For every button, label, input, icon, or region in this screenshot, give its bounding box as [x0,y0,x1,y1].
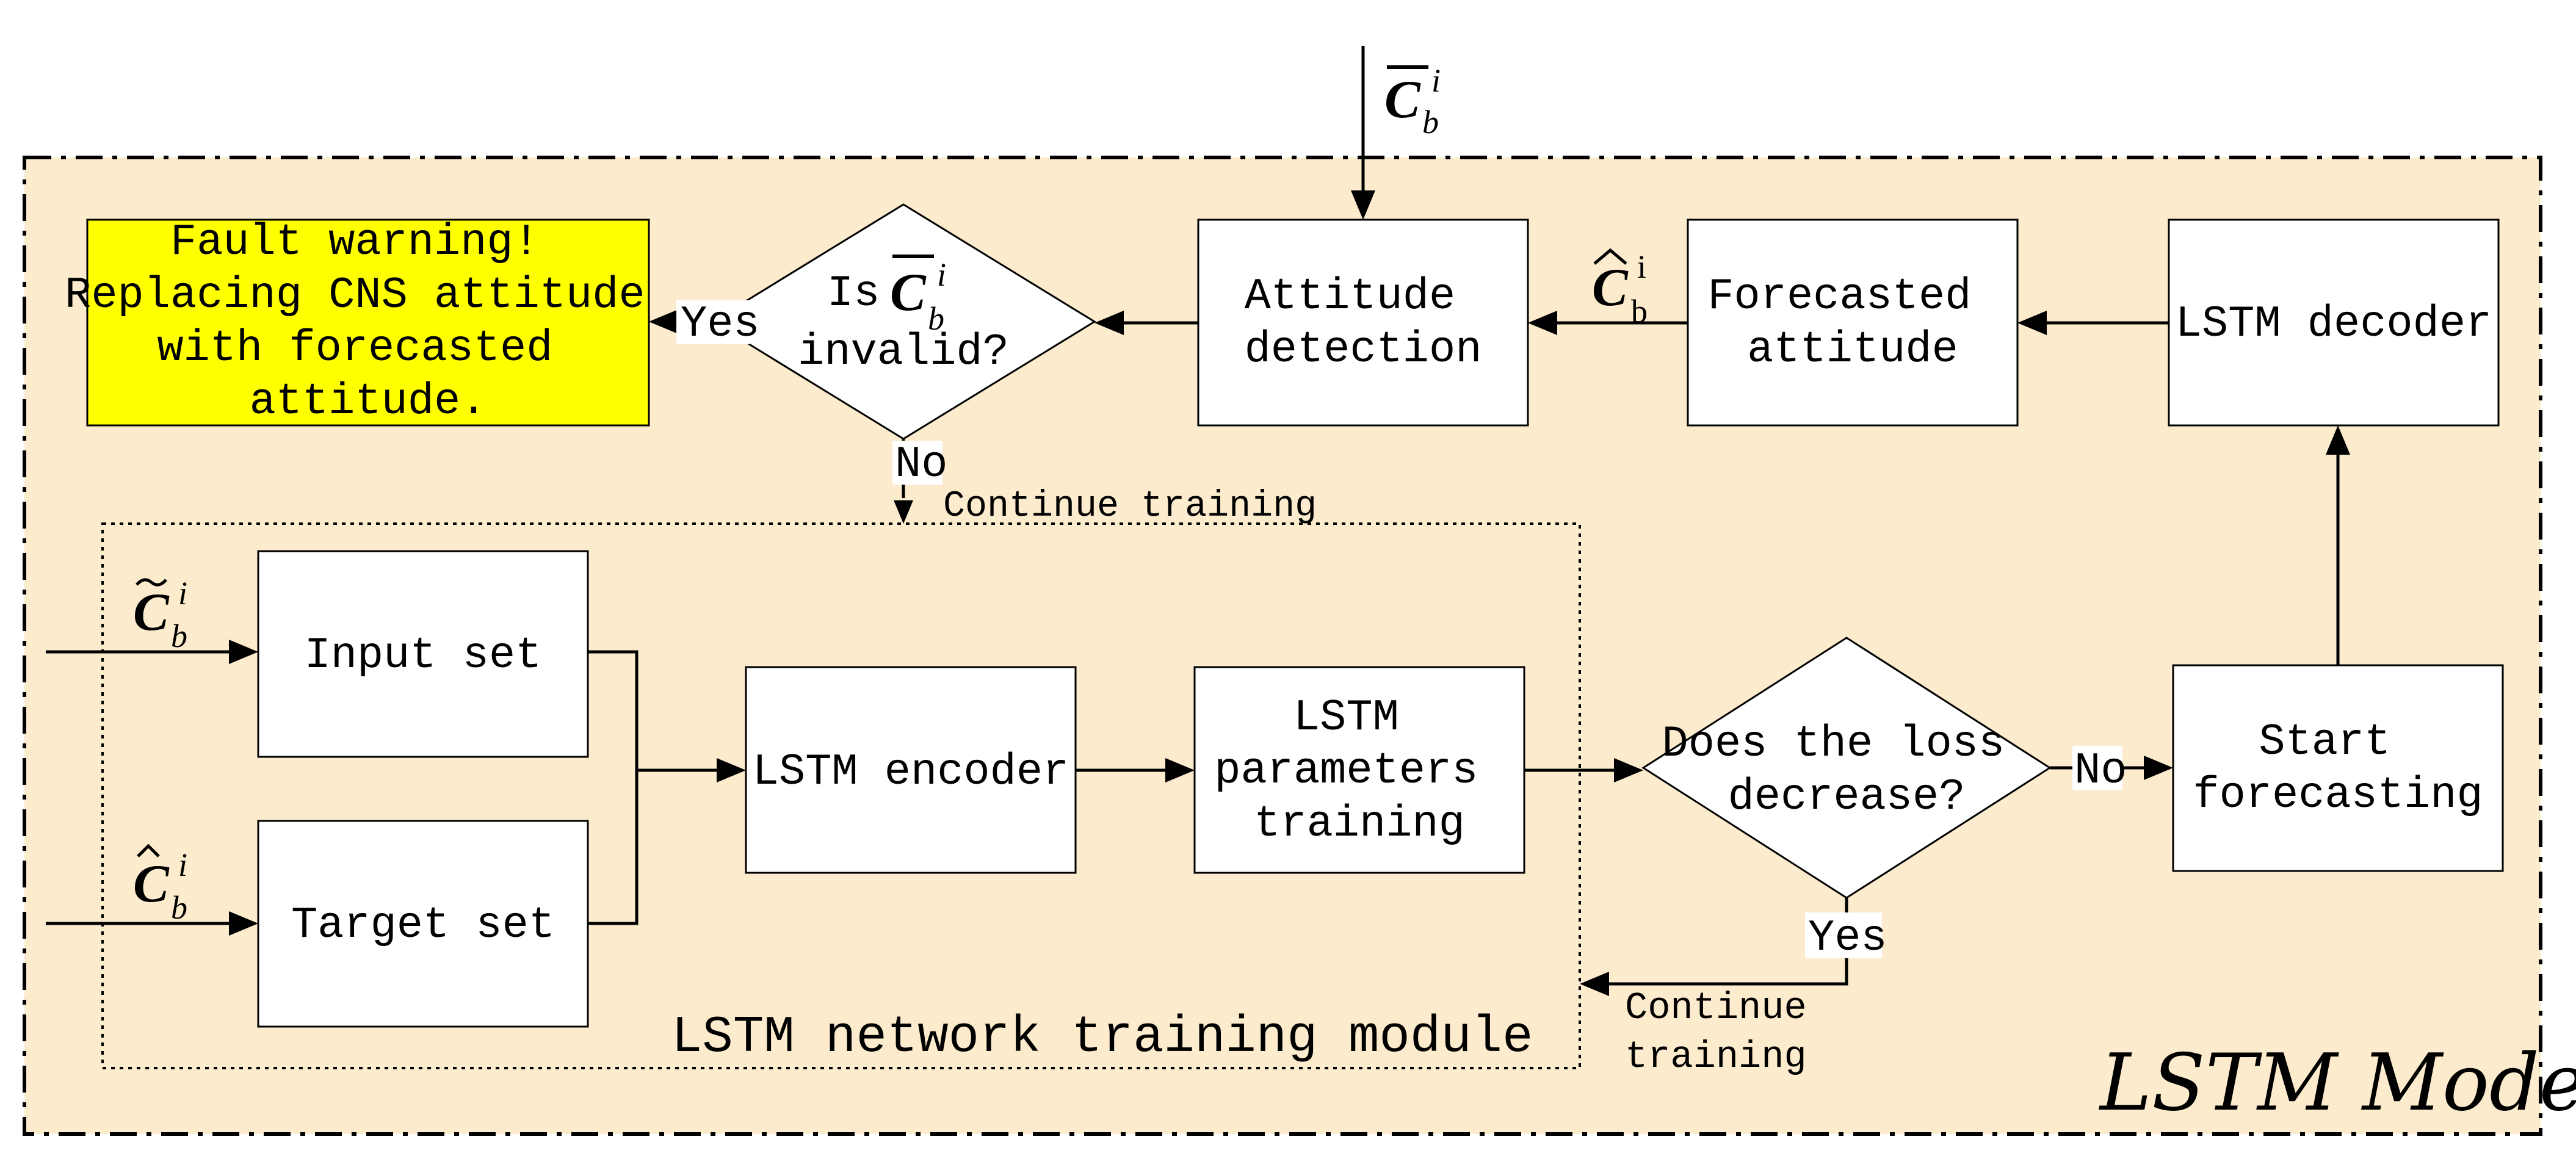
attitude-detection-box [1197,219,1529,427]
continue-training-line: Continue [1625,986,1807,1030]
lstm-params-box [1193,666,1525,874]
cb-sub: b [1422,104,1439,140]
fault-warning-box [86,219,650,427]
forecasted-attitude-text: Forecasted attitude [1707,272,1997,375]
input-set-box [257,550,589,758]
cb-sup: i [1431,62,1441,99]
target-set-text: Target set [291,900,555,950]
edge-label-continue-training-top: Continue training [943,486,1317,527]
cb-sub: b [928,300,944,337]
lstm-encoder-text: LSTM encoder [753,747,1069,797]
forecasted-attitude-line: Forecasted [1707,272,1971,322]
decision-invalid-line2: invalid? [798,327,1009,377]
tilde-accent [136,578,167,587]
fault-warning-line: attitude. [250,377,487,427]
edge-label-yes-loss: Yes [1808,913,1887,963]
fault-warning-line: with forecasted [157,323,552,374]
lstm-params-text: LSTM parameters training [1214,693,1504,849]
input-set-text: Input set [305,630,542,681]
forecasted-attitude-box [1687,219,2019,427]
edge-label-no-forecast: No [2074,746,2127,796]
cb-base: C [1384,70,1421,129]
target-set-box [257,820,589,1028]
training-module-title: LSTM network training module [671,1009,1533,1067]
cb-bar-decision-symbol: C b i [890,255,946,337]
attitude-detection-line: Attitude [1245,272,1456,322]
forecasted-attitude-line: attitude [1747,325,1958,375]
cb-base: C [1592,258,1629,317]
label-bg [2072,746,2122,790]
edge-label-continue-training-bottom: Continue training [1625,986,1829,1078]
edge-label-yes-warning: Yes [681,299,760,349]
cb-base: C [133,583,170,642]
cb-sup: i [1637,248,1646,285]
cb-bar-input-symbol: C b i [1384,62,1441,140]
start-forecasting-text: Start forecasting [2193,717,2483,820]
cb-base: C [890,263,927,322]
continue-training-line: training [1625,1035,1807,1078]
cb-hat-target-symbol: C b i [133,844,187,926]
start-forecasting-box [2172,664,2504,872]
cb-base: C [133,854,170,914]
training-module-container [101,522,1581,1069]
cb-sup: i [178,575,187,612]
attitude-detection-line: detection [1245,325,1482,375]
fault-warning-line: Replacing CNS attitude [65,270,645,320]
decision-loss-line: Does the loss [1662,719,2005,769]
fault-warning-line: Fault warning! [170,217,540,267]
fault-warning-text: Fault warning! Replacing CNS attitude wi… [65,217,671,427]
attitude-detection-text: Attitude detection [1245,272,1482,375]
cb-tilde-input-symbol: C b i [133,575,187,654]
start-forecasting-line: forecasting [2193,770,2483,820]
lstm-params-line: training [1254,799,1465,849]
label-bg [1805,912,1882,958]
cb-hat-forecast-symbol: C b i [1592,248,1648,330]
hat-accent [137,844,160,858]
lstm-decoder-text: LSTM decoder [2176,299,2492,349]
decision-invalid-prefix: Is [827,269,880,319]
label-bg [676,300,750,344]
lstm-encoder-box [745,666,1077,874]
decision-loss-line: decrease? [1728,772,1966,822]
cb-sub: b [171,618,187,654]
label-bg [892,441,942,485]
cb-sub: b [1631,293,1648,330]
decision-loss-text: Does the loss decrease? [1662,719,2031,822]
edge-label-no-continue: No [895,439,947,489]
lstm-params-line: parameters [1214,746,1478,796]
lstm-model-title: LSTM Model [2099,1038,2576,1129]
lstm-params-line: LSTM [1293,693,1399,743]
hat-accent [1593,248,1627,265]
lstm-decoder-box [2168,219,2500,427]
cb-sub: b [171,889,187,926]
cb-sup: i [178,847,187,883]
cb-sup: i [937,256,946,293]
edge-input-merge [588,650,639,925]
start-forecasting-line: Start [2259,717,2390,767]
